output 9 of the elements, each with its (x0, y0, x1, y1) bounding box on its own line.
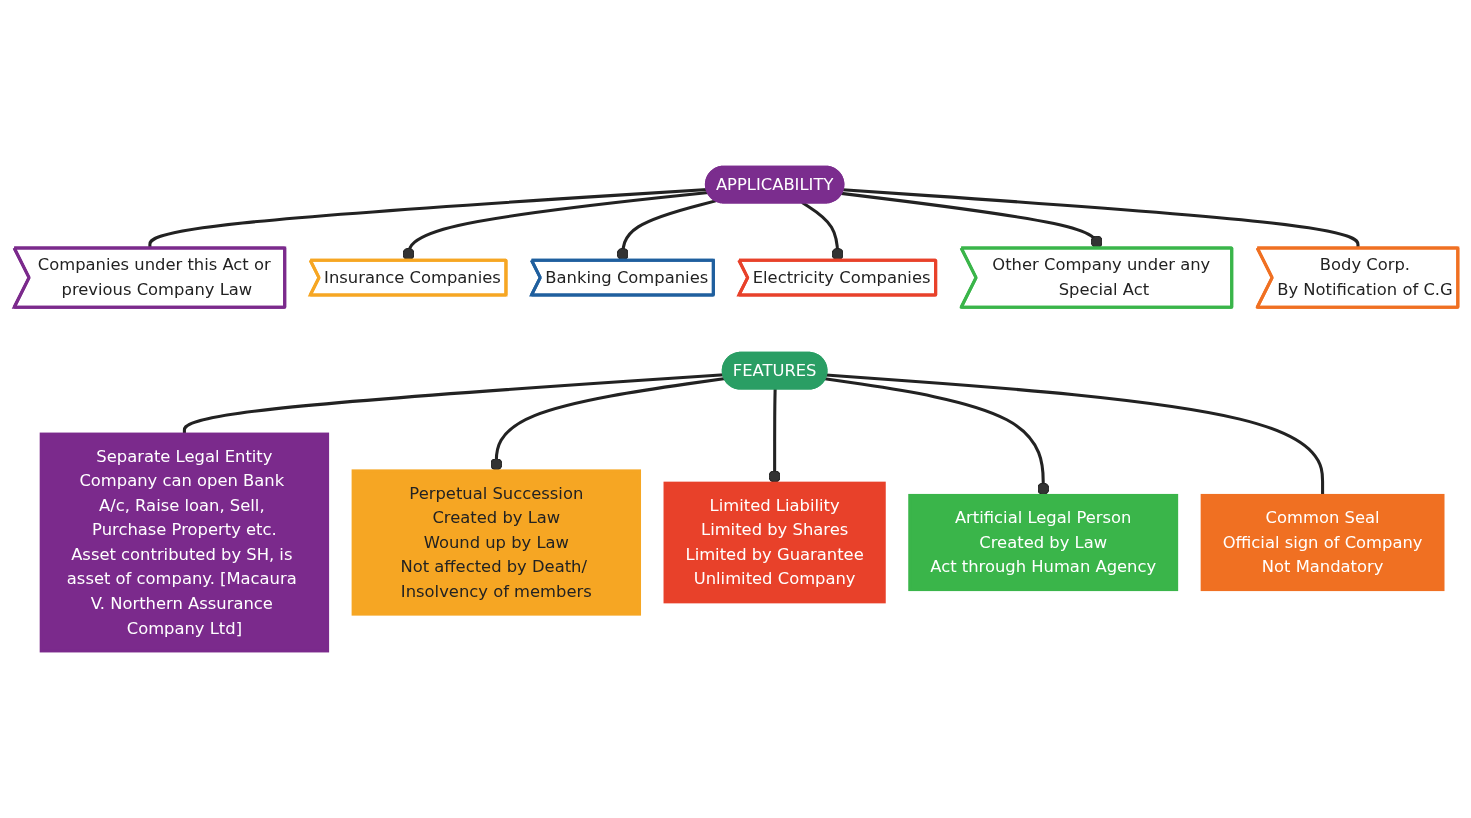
node-box: Limited Liability Limited by Shares Limited by Guarantee Unlimited Company (663, 481, 886, 604)
node-box: Artificial Legal Person Created by Law Act through Human Agency (907, 493, 1178, 592)
node-box: Separate Legal Entity Company can open Bank A/c, Raise loan, Sell, Purchase Property etc. Asset contributed by SH, is asset of company. [Macaura V. Northern Assurance Company Ltd] (39, 432, 329, 653)
connector (825, 373, 1324, 496)
connector (767, 388, 781, 484)
node-box: Common Seal Official sign of Company Not Mandatory (1200, 493, 1444, 592)
connector (489, 376, 726, 471)
connector (824, 377, 1049, 496)
node-box: Perpetual Succession Created by Law Wound up by Law Not affected by Death/ Insolvency of members (351, 469, 641, 616)
